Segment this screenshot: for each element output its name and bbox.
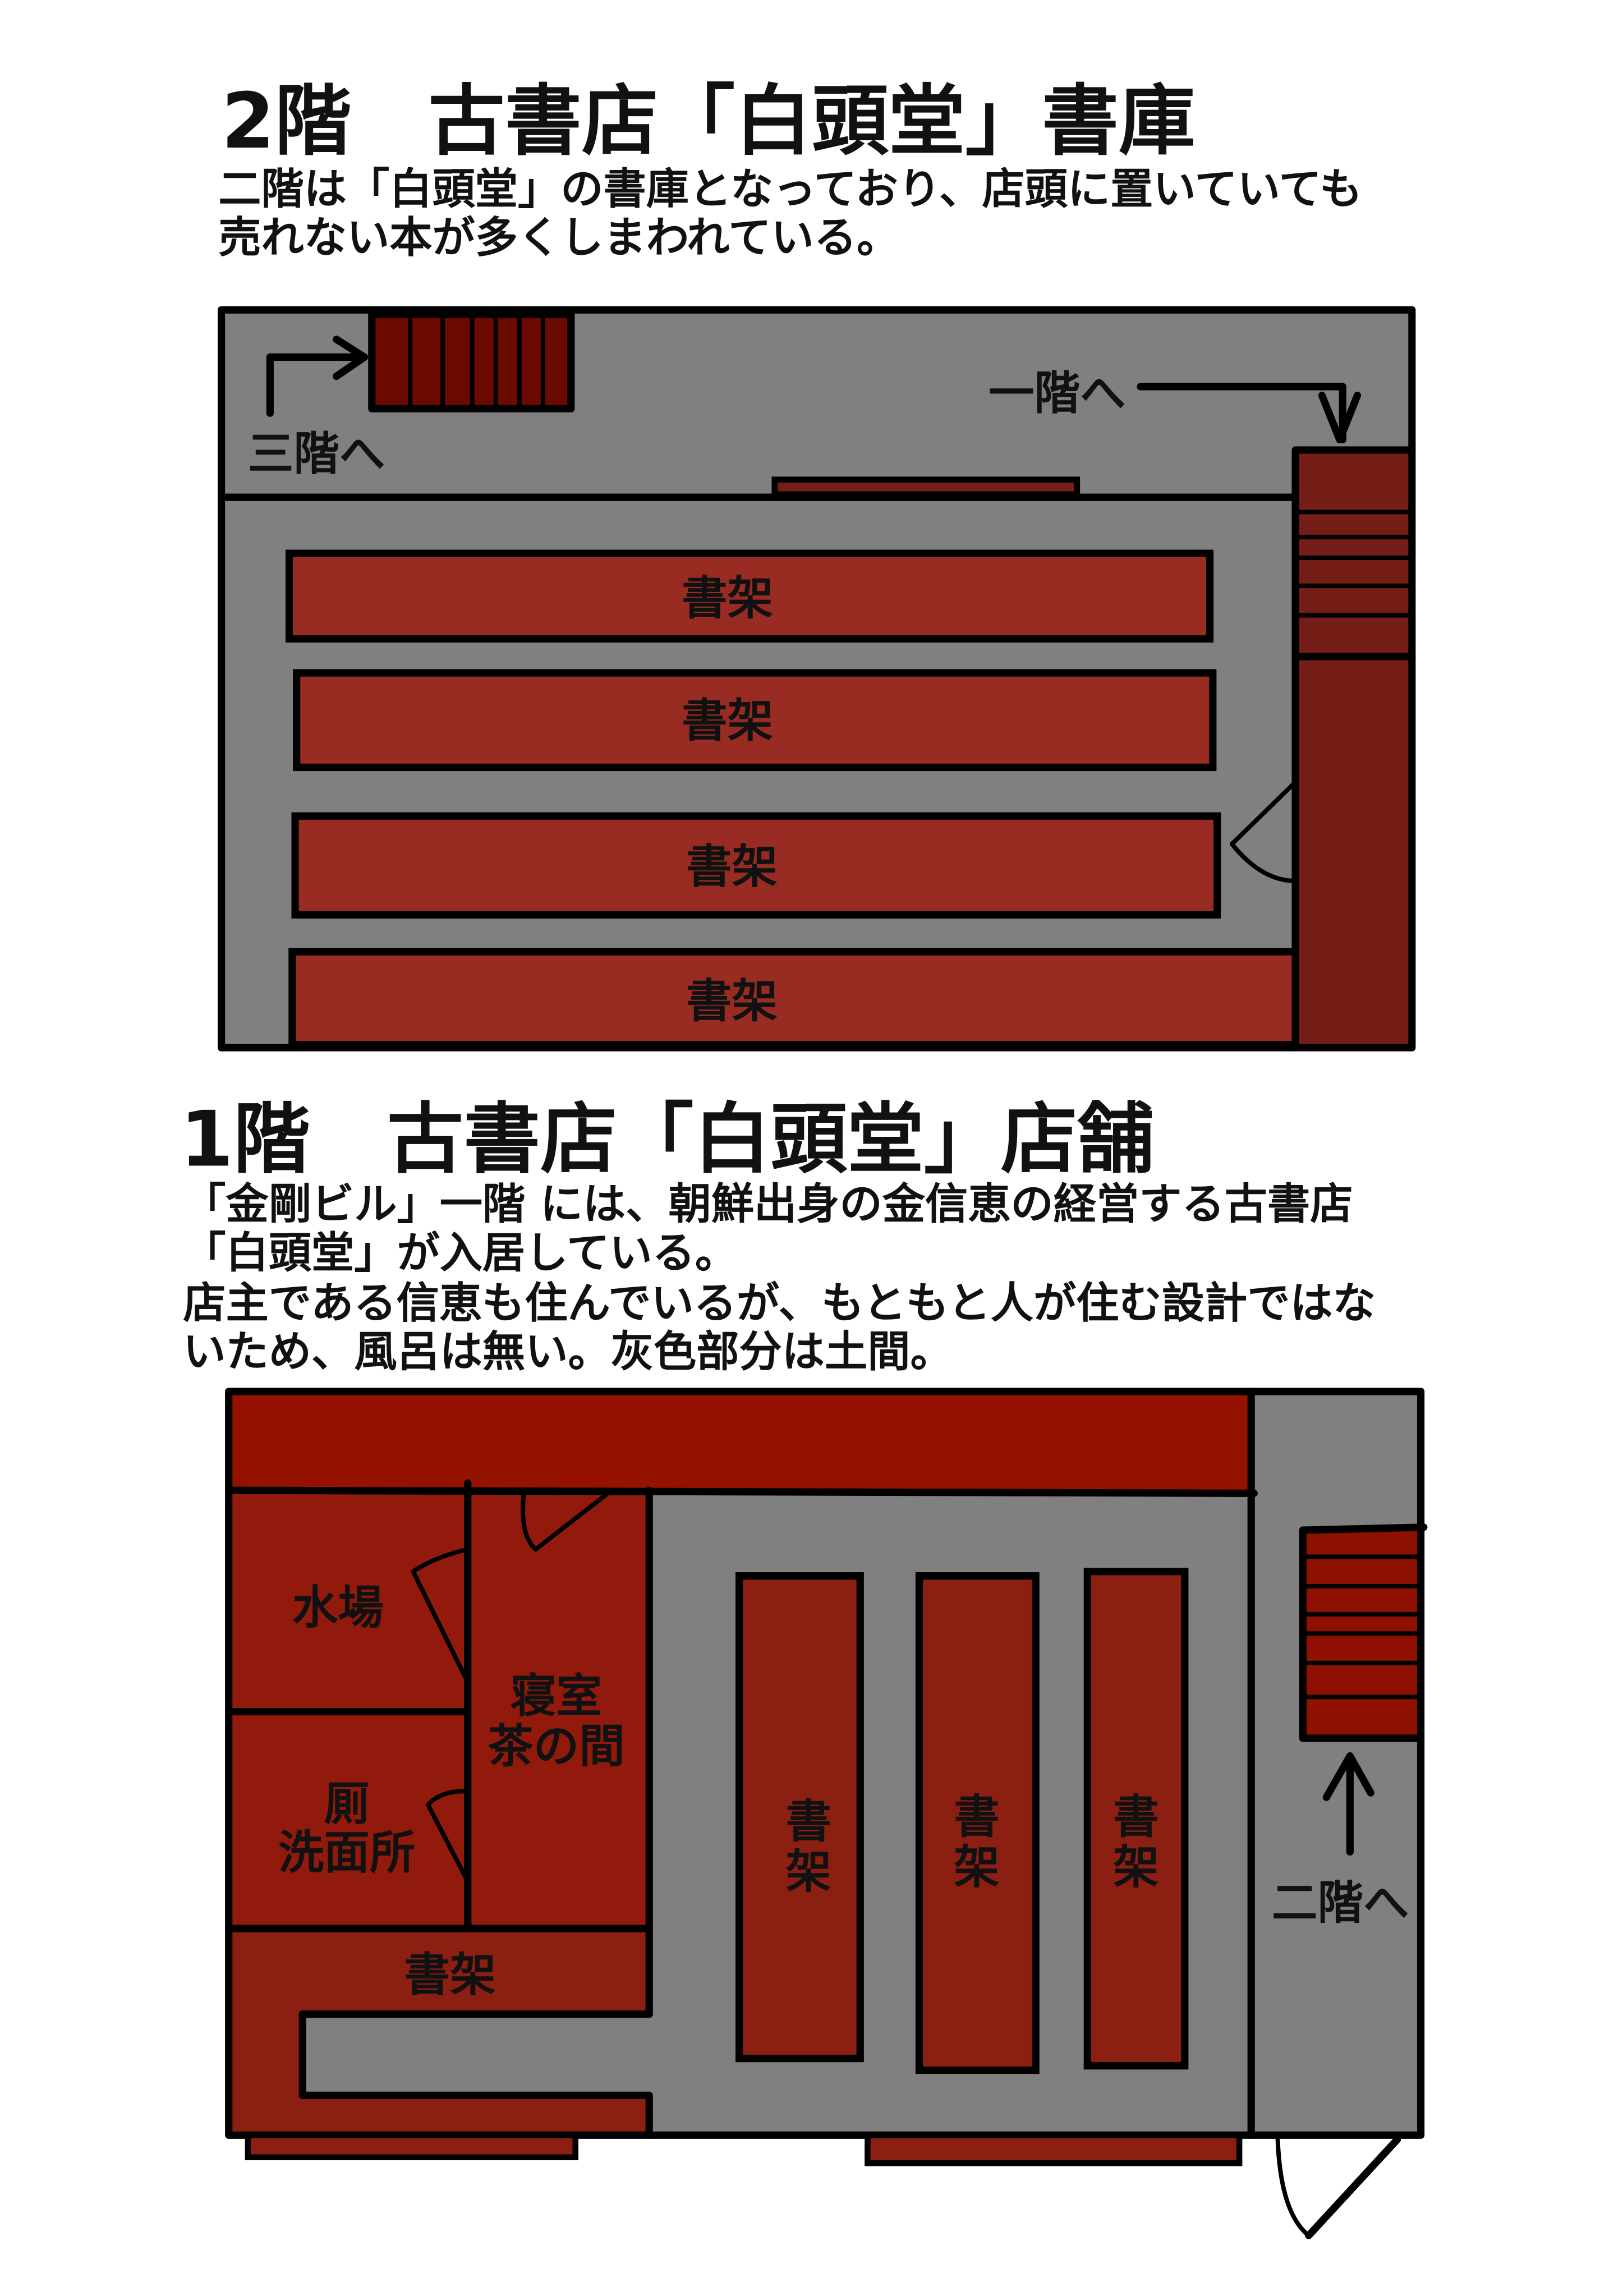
label-to-second-floor: 二階へ [1272, 1876, 1409, 1930]
floor2-shelf-2: 書架 [293, 669, 1217, 772]
door-kitchen [411, 1547, 470, 1684]
arrow-to-third-floor-icon [266, 336, 369, 417]
svg-text:書: 書 [1113, 1790, 1159, 1844]
door-bedroom [521, 1491, 610, 1552]
floor2-description-line2: 売れない本が多くしまわれている。 [218, 213, 899, 263]
arrow-to-first-floor-icon [1137, 383, 1362, 444]
floor1-plan: 水場 厠 洗面所 寝室 茶の間 書架 書 架 書 架 書 架 二階へ [225, 1388, 1428, 2239]
arrow-to-second-floor-icon [1322, 1752, 1374, 1856]
svg-text:書架: 書架 [686, 841, 778, 894]
floor1-shelf-3: 書 架 [1083, 1568, 1189, 2070]
floor2-stairs-down [1291, 446, 1416, 1051]
room-toilet: 厠 [324, 1778, 370, 1831]
svg-text:書架: 書架 [686, 975, 778, 1028]
floor1-entrance-door [1305, 2136, 1401, 2239]
svg-text:書: 書 [954, 1790, 1000, 1844]
label-to-first-floor: 一階へ [988, 366, 1126, 420]
floor1-description-line1: 「金剛ビル」一階 には、朝鮮出身の金信恵の経営する古書店 [183, 1179, 1353, 1229]
floor1-exterior-shelf-right [865, 2132, 1243, 2166]
floor1-description-line3: 店主である信恵も住んでいるが、もともと人が住む設計ではな [183, 1278, 1376, 1328]
svg-text:架: 架 [785, 1845, 831, 1899]
floor2-shelf-3: 書架 [291, 812, 1221, 919]
floor1-exterior-shelf-left [245, 2132, 578, 2161]
room-bedroom: 寝室 [511, 1670, 602, 1723]
door-toilet [425, 1789, 470, 1884]
room-living: 茶の間 [488, 1720, 625, 1773]
svg-text:書架: 書架 [682, 694, 773, 747]
floor2-plan: 書架 書架 書架 書架 三階へ 一階へ [217, 306, 1416, 1051]
floor1-description-line4: いため、風呂は無い。灰色部分は土間。 [183, 1326, 953, 1376]
label-to-third-floor: 三階へ [248, 427, 385, 480]
floor2-shelf-1: 書架 [285, 549, 1214, 643]
floor2-door [1230, 779, 1298, 883]
floor1-stairs [1299, 1523, 1428, 1742]
floor2-small-shelf [771, 476, 1081, 498]
room-kitchen: 水場 [292, 1581, 384, 1634]
floor1-description-line2: 「白頭堂」が入居している。 [183, 1228, 738, 1278]
floor1-shelf-1: 書 架 [735, 1572, 864, 2063]
svg-text:架: 架 [1113, 1841, 1159, 1894]
floor2-title: 2階 古書店「白頭堂」書庫 [222, 77, 1196, 166]
floor1-title: 1階 古書店「白頭堂」店舗 [180, 1095, 1154, 1184]
svg-text:書: 書 [785, 1795, 831, 1848]
svg-text:架: 架 [954, 1841, 1000, 1894]
floor2-description-line1: 二階は「白頭堂」の書庫となっており、店頭に置いていても [218, 164, 1362, 214]
floor1-shelf-bottom-left: 書架 [404, 1949, 496, 2002]
floor2-stairs-up [368, 310, 575, 413]
floor1-top-band [228, 1391, 1252, 1491]
svg-text:書架: 書架 [682, 572, 773, 625]
floor2-shelf-4: 書架 [288, 948, 1299, 1049]
room-washroom: 洗面所 [278, 1826, 416, 1879]
floor1-shelf-2: 書 架 [915, 1572, 1040, 2074]
